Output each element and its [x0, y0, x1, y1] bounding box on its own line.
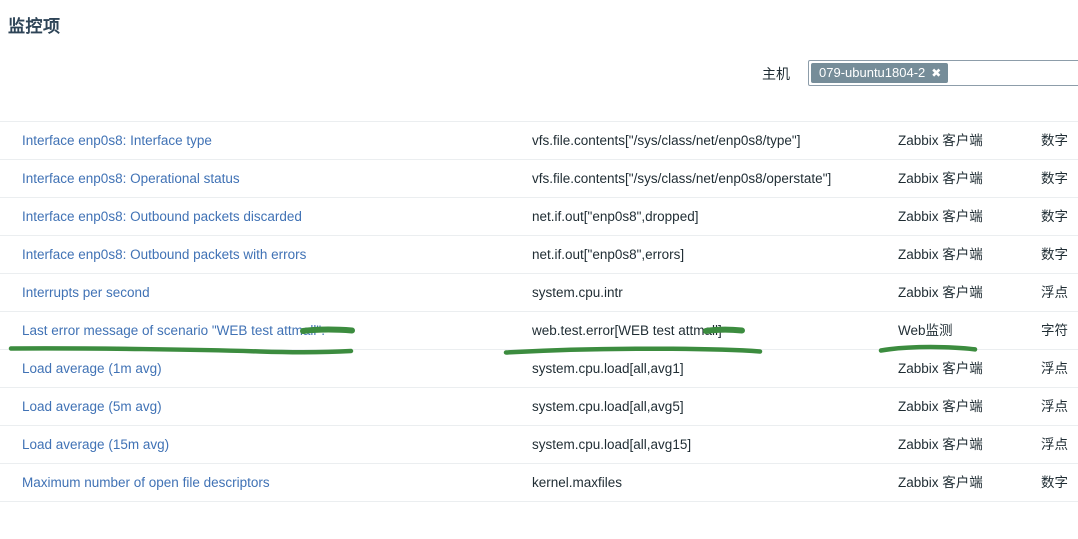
item-info-cell: 数字 — [1041, 133, 1068, 148]
item-key-cell: kernel.maxfiles — [532, 475, 623, 490]
item-type-cell: Zabbix 客户端 — [898, 437, 983, 452]
item-info-cell — [1041, 95, 1078, 121]
item-name-link[interactable]: Load average (1m avg) — [22, 361, 162, 376]
close-icon[interactable]: ✖ — [931, 66, 942, 80]
item-name-link[interactable]: Interface enp0s8: Operational status — [22, 171, 240, 186]
item-name-link[interactable]: Interrupts per second — [22, 285, 150, 300]
host-chip-label: 079-ubuntu1804-2 — [819, 65, 926, 80]
item-name-cell[interactable] — [22, 95, 522, 121]
item-key-cell: web.test.error[WEB test attmall] — [532, 323, 722, 338]
item-key-cell: system.cpu.load[all,avg15] — [532, 437, 692, 452]
item-type-cell: Zabbix 客户端 — [898, 247, 983, 262]
table-row[interactable]: Maximum number of open file descriptors … — [0, 463, 1078, 501]
table-row[interactable]: Interface enp0s8: Outbound packets disca… — [0, 197, 1078, 235]
item-info-cell: 浮点 — [1041, 285, 1068, 300]
item-key-cell — [532, 95, 884, 121]
filter-bar: 主机 079-ubuntu1804-2 ✖ — [0, 56, 1078, 94]
item-type-cell — [898, 95, 1038, 121]
item-type-cell: Zabbix 客户端 — [898, 475, 983, 490]
item-key-cell: system.cpu.load[all,avg1] — [532, 361, 684, 376]
item-name-link[interactable]: Interface enp0s8: Outbound packets with … — [22, 247, 307, 262]
item-key-cell: system.cpu.load[all,avg5] — [532, 399, 684, 414]
item-type-cell: Zabbix 客户端 — [898, 171, 983, 186]
table-row[interactable]: Load average (1m avg) system.cpu.load[al… — [0, 349, 1078, 387]
item-name-cell[interactable]: Interface enp0s8: Interface type — [22, 122, 522, 160]
item-name-cell[interactable]: Interface enp0s8: Operational status — [22, 160, 522, 198]
item-info-cell: 数字 — [1041, 247, 1068, 262]
item-name-link[interactable]: Interface enp0s8: Outbound packets disca… — [22, 209, 302, 224]
table-row[interactable] — [0, 95, 1078, 121]
page-title: 监控项 — [8, 17, 61, 36]
item-type-cell: Zabbix 客户端 — [898, 399, 983, 414]
item-name-cell[interactable]: Load average (5m avg) — [22, 388, 522, 426]
table-row[interactable]: Load average (5m avg) system.cpu.load[al… — [0, 387, 1078, 425]
item-name-cell[interactable]: Interface enp0s8: Outbound packets disca… — [22, 198, 522, 236]
items-table: Interface enp0s8: Interface type vfs.fil… — [0, 95, 1078, 539]
item-key-cell: system.cpu.intr — [532, 285, 623, 300]
item-name-cell[interactable]: Interrupts per second — [22, 274, 522, 312]
item-type-cell: Zabbix 客户端 — [898, 285, 983, 300]
item-name-link[interactable]: Last error message of scenario "WEB test… — [22, 323, 325, 338]
table-row[interactable]: Interface enp0s8: Outbound packets with … — [0, 235, 1078, 273]
item-type-cell: Web监测 — [898, 323, 953, 338]
item-info-cell: 数字 — [1041, 171, 1068, 186]
item-info-cell: 数字 — [1041, 475, 1068, 490]
item-name-link[interactable]: Interface enp0s8: Interface type — [22, 133, 212, 148]
item-key-cell: net.if.out["enp0s8",dropped] — [532, 209, 699, 224]
item-type-cell: Zabbix 客户端 — [898, 133, 983, 148]
host-filter-label: 主机 — [762, 66, 790, 82]
table-row-partial — [0, 501, 1078, 539]
page-header: 监控项 — [0, 0, 1078, 52]
item-key-cell: vfs.file.contents["/sys/class/net/enp0s8… — [532, 171, 832, 186]
item-name-cell[interactable]: Load average (15m avg) — [22, 426, 522, 464]
table-row[interactable]: Interface enp0s8: Interface type vfs.fil… — [0, 121, 1078, 159]
item-info-cell: 字符 — [1041, 323, 1068, 338]
item-name-cell[interactable]: Maximum number of open file descriptors — [22, 464, 522, 502]
host-multiselect[interactable]: 079-ubuntu1804-2 ✖ — [808, 60, 1078, 86]
item-name-link[interactable]: Load average (5m avg) — [22, 399, 162, 414]
table-row[interactable]: Interrupts per second system.cpu.intr Za… — [0, 273, 1078, 311]
table-row[interactable]: Load average (15m avg) system.cpu.load[a… — [0, 425, 1078, 463]
item-name-cell[interactable]: Load average (1m avg) — [22, 350, 522, 388]
item-type-cell: Zabbix 客户端 — [898, 361, 983, 376]
table-row-annotated[interactable]: Last error message of scenario "WEB test… — [0, 311, 1078, 349]
item-name-cell[interactable]: Last error message of scenario "WEB test… — [22, 312, 522, 350]
item-info-cell: 浮点 — [1041, 399, 1068, 414]
item-info-cell: 数字 — [1041, 209, 1068, 224]
item-name-link[interactable]: Maximum number of open file descriptors — [22, 475, 270, 490]
item-key-cell: vfs.file.contents["/sys/class/net/enp0s8… — [532, 133, 801, 148]
item-info-cell: 浮点 — [1041, 361, 1068, 376]
item-name-cell[interactable]: Interface enp0s8: Outbound packets with … — [22, 236, 522, 274]
item-name-link[interactable]: Load average (15m avg) — [22, 437, 170, 452]
table-row[interactable]: Interface enp0s8: Operational status vfs… — [0, 159, 1078, 197]
item-type-cell: Zabbix 客户端 — [898, 209, 983, 224]
host-chip[interactable]: 079-ubuntu1804-2 ✖ — [811, 63, 949, 83]
item-key-cell: net.if.out["enp0s8",errors] — [532, 247, 685, 262]
item-info-cell: 浮点 — [1041, 437, 1068, 452]
